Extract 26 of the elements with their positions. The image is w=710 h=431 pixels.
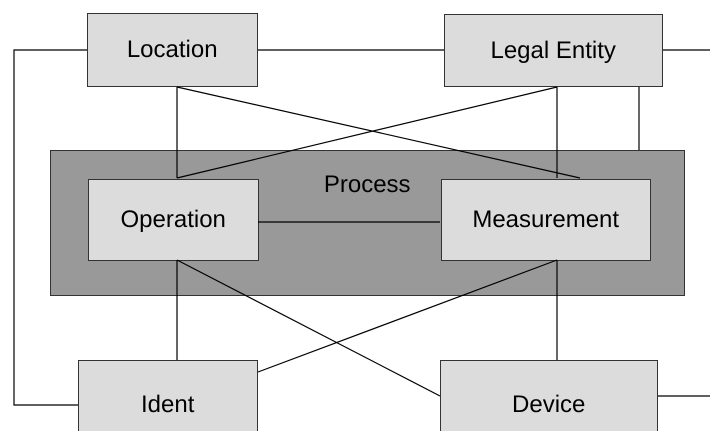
entity-name: Process: [324, 171, 411, 199]
connector-line: [176, 259, 440, 397]
connector-line: [258, 221, 440, 223]
connector-line: [556, 260, 558, 360]
entity-name: Operation: [120, 206, 226, 234]
connector-line: [658, 395, 710, 397]
entity-box: [441, 179, 651, 261]
entity-name: Measurement: [472, 206, 620, 234]
entity-box: [444, 14, 663, 87]
connector-line: [13, 49, 87, 406]
connector-line: [663, 49, 710, 51]
entity-name: Location: [126, 36, 218, 64]
entity-name: Ident: [141, 391, 194, 419]
connector-line: [258, 259, 558, 373]
entity-box: [88, 179, 259, 261]
connector-line: [556, 87, 558, 178]
connector-line: [176, 87, 178, 178]
connector-line: [176, 260, 178, 360]
entity-name: Device: [512, 391, 586, 419]
entity-name: Legal Entity: [490, 36, 616, 64]
entity-box: [87, 13, 258, 87]
connector-line: [638, 87, 640, 150]
entity-box: [440, 360, 658, 431]
group-panel: [50, 150, 685, 296]
entity-box: [78, 360, 258, 431]
connector-line: [258, 49, 444, 51]
